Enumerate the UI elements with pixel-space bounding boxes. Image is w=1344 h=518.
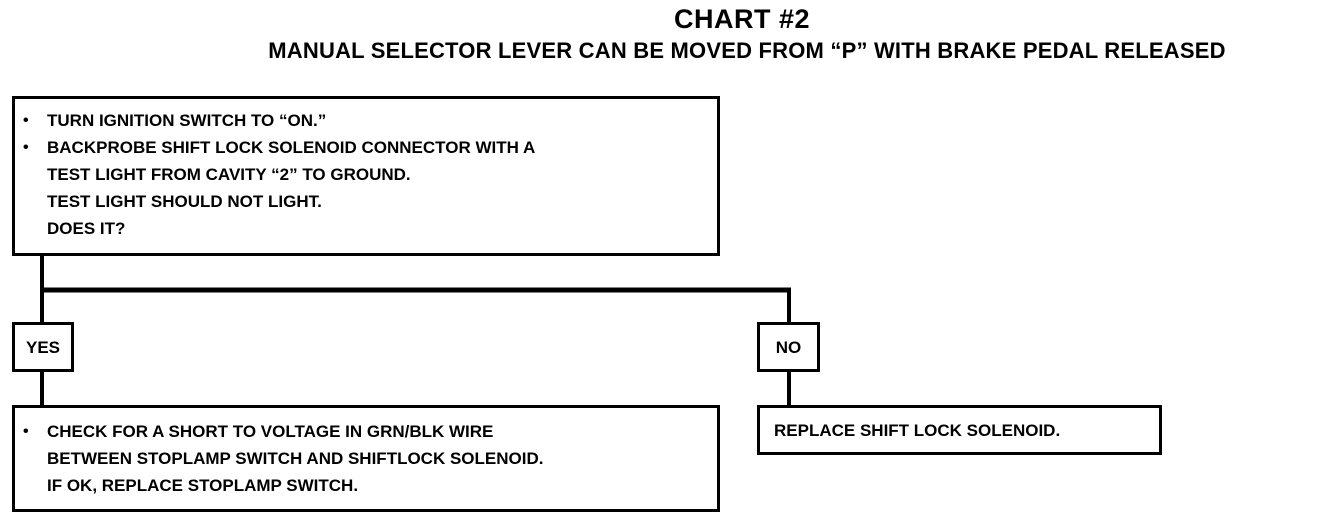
question-line: TEST LIGHT FROM CAVITY “2” TO GROUND. bbox=[47, 165, 411, 184]
question-prompt: DOES IT? bbox=[47, 219, 126, 238]
chart-subtitle: MANUAL SELECTOR LEVER CAN BE MOVED FROM … bbox=[268, 38, 1226, 63]
question-bullet-item: • BACKPROBE SHIFT LOCK SOLENOID CONNECTO… bbox=[15, 134, 717, 161]
yes-result-box: • CHECK FOR A SHORT TO VOLTAGE IN GRN/BL… bbox=[12, 405, 720, 512]
question-bullet-text: BACKPROBE SHIFT LOCK SOLENOID CONNECTOR … bbox=[47, 138, 536, 157]
no-branch-label: NO bbox=[757, 322, 820, 372]
no-result-box: REPLACE SHIFT LOCK SOLENOID. bbox=[757, 405, 1162, 455]
question-line: TEST LIGHT SHOULD NOT LIGHT. bbox=[47, 192, 322, 211]
bullet-icon: • bbox=[23, 112, 29, 129]
question-box: • TURN IGNITION SWITCH TO “ON.” • BACKPR… bbox=[12, 96, 720, 256]
question-bullet-list: • TURN IGNITION SWITCH TO “ON.” • BACKPR… bbox=[15, 107, 717, 161]
bullet-icon: • bbox=[23, 139, 29, 156]
yes-result-line: BETWEEN STOPLAMP SWITCH AND SHIFTLOCK SO… bbox=[47, 449, 544, 468]
yes-result-bullet-item: • CHECK FOR A SHORT TO VOLTAGE IN GRN/BL… bbox=[15, 418, 717, 445]
yes-result-line: IF OK, REPLACE STOPLAMP SWITCH. bbox=[47, 476, 359, 495]
question-bullet-text: TURN IGNITION SWITCH TO “ON.” bbox=[47, 111, 327, 130]
chart-title: CHART #2 bbox=[673, 4, 811, 34]
yes-result-bullet-text: CHECK FOR A SHORT TO VOLTAGE IN GRN/BLK … bbox=[47, 422, 494, 441]
yes-branch-label: YES bbox=[12, 322, 74, 372]
bullet-icon: • bbox=[23, 423, 29, 440]
yes-result-list: • CHECK FOR A SHORT TO VOLTAGE IN GRN/BL… bbox=[15, 418, 717, 445]
question-bullet-item: • TURN IGNITION SWITCH TO “ON.” bbox=[15, 107, 717, 134]
